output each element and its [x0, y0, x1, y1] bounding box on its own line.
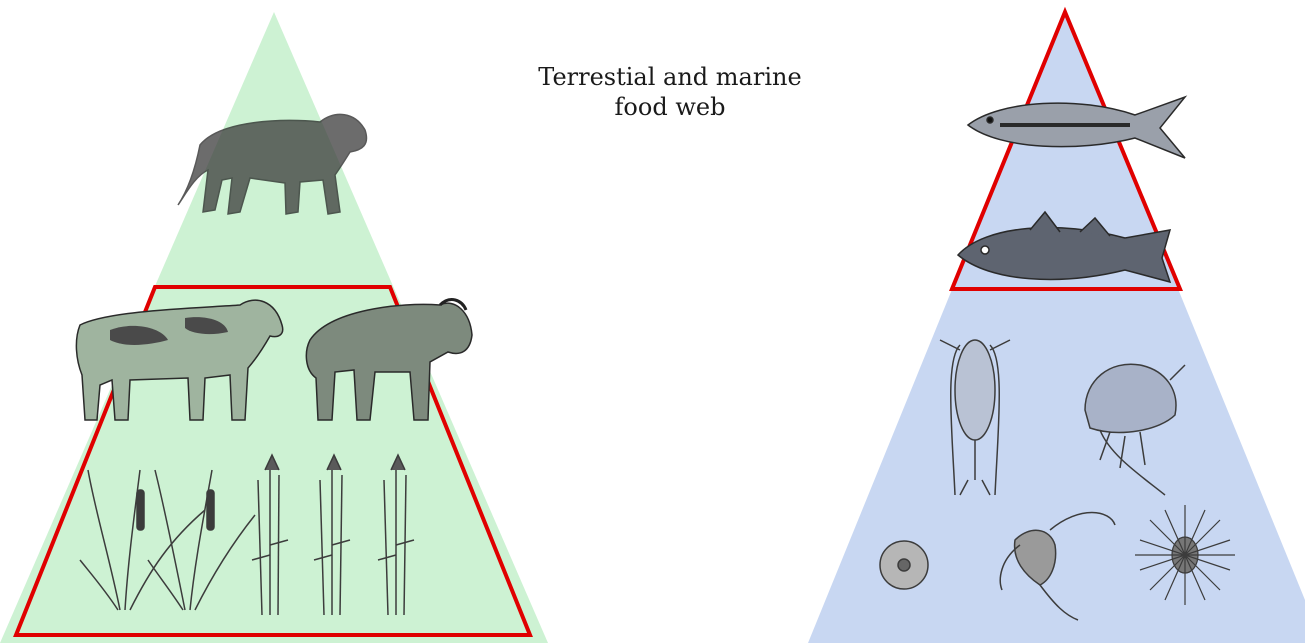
terrestrial-pyramid	[0, 12, 548, 643]
radiolarian-icon	[1135, 505, 1235, 605]
title-line-1: Terrestial and marine	[470, 62, 870, 92]
diatom-icon	[880, 541, 928, 589]
diagram-title: Terrestial and marine food web	[470, 62, 870, 122]
title-line-2: food web	[470, 92, 870, 122]
marine-pyramid	[808, 12, 1305, 643]
